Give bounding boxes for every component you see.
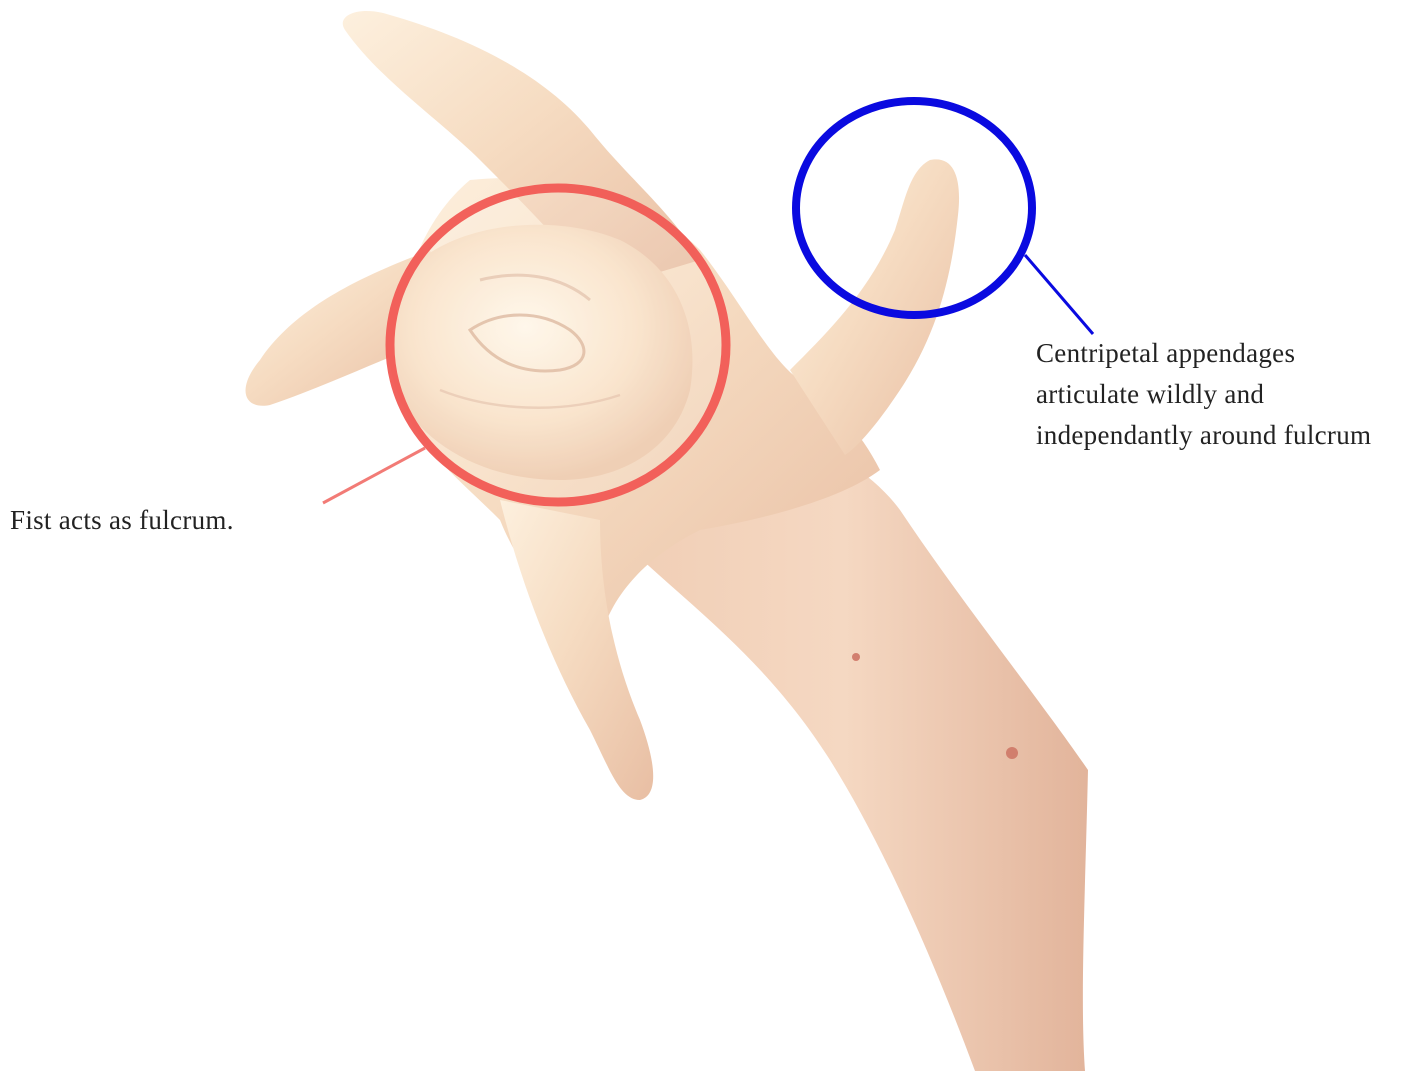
appendages-label-line-1: Centripetal appendages xyxy=(1036,333,1371,374)
appendages-leader-line xyxy=(1025,255,1093,334)
appendages-label-line-2: articulate wildly and xyxy=(1036,374,1371,415)
skin-spot xyxy=(1006,747,1018,759)
fulcrum-leader-line xyxy=(323,448,425,503)
appendages-annotation-label: Centripetal appendages articulate wildly… xyxy=(1036,333,1371,456)
skin-spot xyxy=(852,653,860,661)
fulcrum-annotation-label: Fist acts as fulcrum. xyxy=(10,500,234,541)
appendages-label-line-3: independantly around fulcrum xyxy=(1036,415,1371,456)
fulcrum-highlight-circle xyxy=(390,188,726,502)
